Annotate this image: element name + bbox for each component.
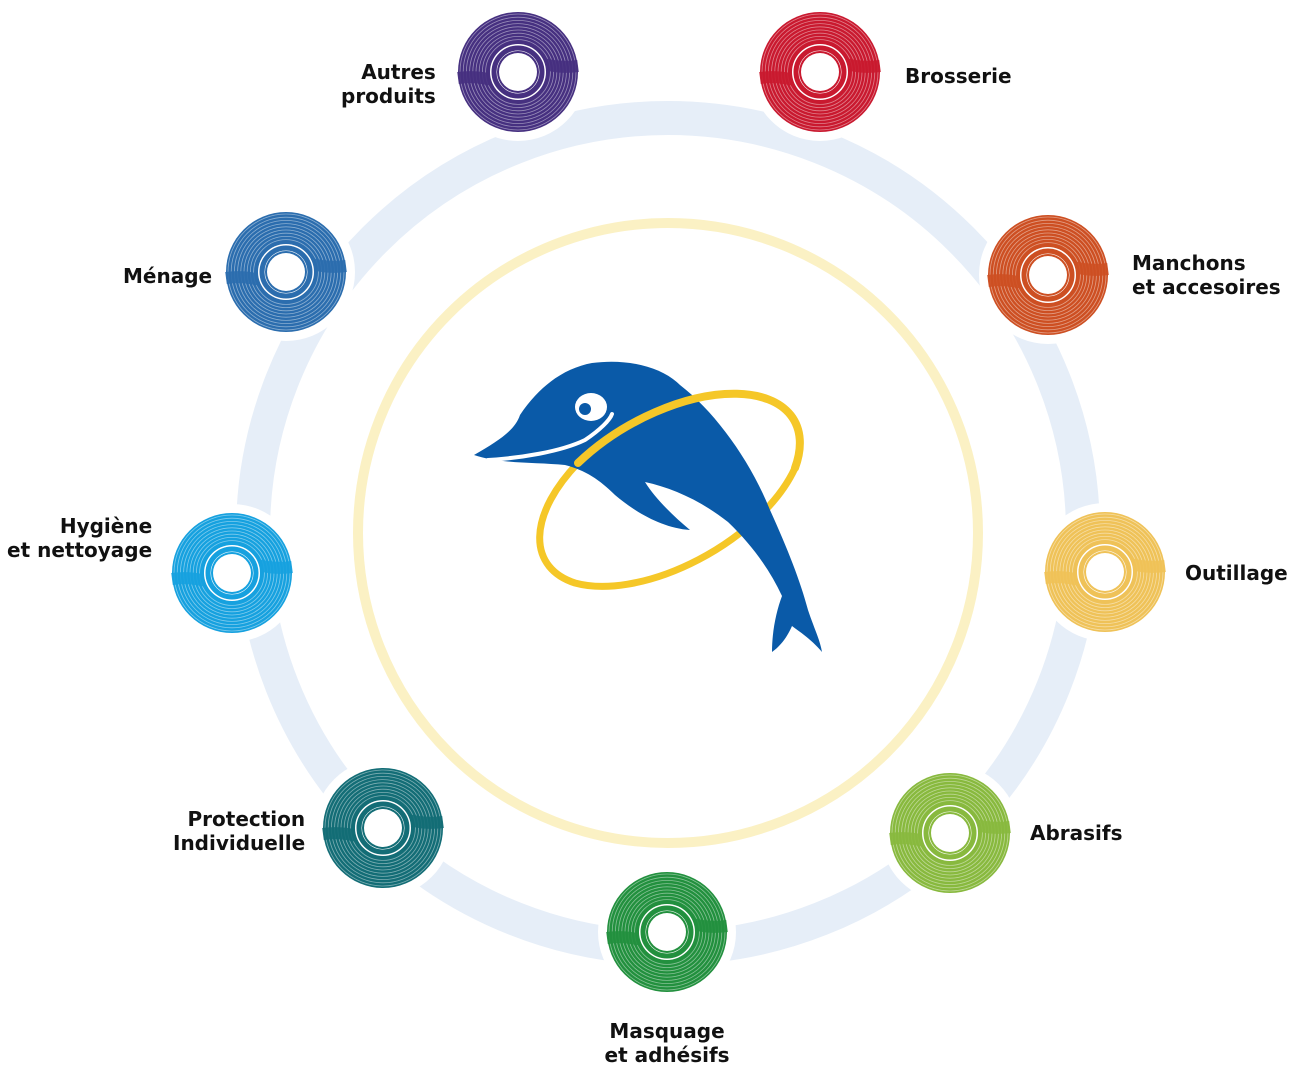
label-line: et adhésifs <box>604 1043 730 1067</box>
label-line: et nettoyage <box>7 538 153 562</box>
dolphin-body <box>474 361 822 652</box>
label-line: Manchons <box>1132 251 1246 275</box>
label-line: Masquage <box>609 1019 725 1043</box>
category-abrasifs[interactable] <box>881 764 1019 902</box>
label-line: Individuelle <box>173 831 306 855</box>
label-outillage[interactable]: Outillage <box>1185 561 1288 585</box>
dolphin-logo <box>474 361 822 652</box>
dolphin-pupil <box>579 403 591 415</box>
label-line: Autres <box>361 60 436 84</box>
label-line: Protection <box>187 807 306 831</box>
label-line: et accesoires <box>1132 275 1281 299</box>
label-line: Brosserie <box>905 64 1012 88</box>
category-hygiene[interactable] <box>163 504 301 642</box>
label-line: Outillage <box>1185 561 1288 585</box>
label-line: Abrasifs <box>1030 821 1123 845</box>
category-brosserie[interactable] <box>751 3 889 141</box>
category-masquage[interactable] <box>598 863 736 1001</box>
category-nodes <box>163 3 1174 1001</box>
category-autres-produits[interactable] <box>449 3 587 141</box>
category-menage[interactable] <box>217 203 355 341</box>
category-manchons[interactable] <box>979 206 1117 344</box>
dolphin-mouth <box>486 412 614 462</box>
inner-ring <box>353 218 983 848</box>
label-menage[interactable]: Ménage <box>123 264 212 288</box>
hoop-front <box>574 389 804 472</box>
label-abrasifs[interactable]: Abrasifs <box>1030 821 1123 845</box>
category-protection[interactable] <box>314 759 452 897</box>
label-brosserie[interactable]: Brosserie <box>905 64 1012 88</box>
label-line: produits <box>341 84 436 108</box>
label-line: Hygiène <box>59 514 153 538</box>
label-line: Ménage <box>123 264 213 288</box>
category-outillage[interactable] <box>1036 503 1174 641</box>
